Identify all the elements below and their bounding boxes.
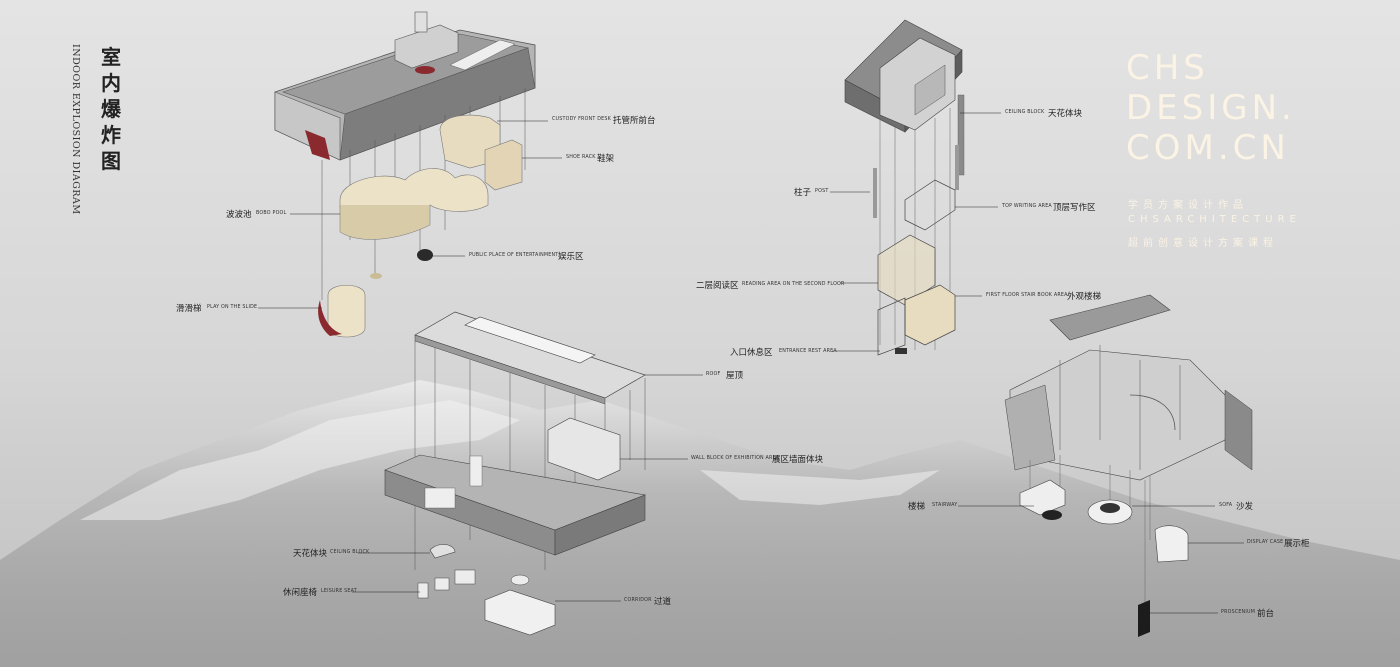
label-custody-front-desk-cn: 托管所前台 (613, 116, 656, 126)
label-custody-front-desk-en: CUSTODY FRONT DESK (552, 117, 611, 122)
label-ceiling-block-right-cn: 天花体块 (1048, 109, 1083, 119)
label-top-writing-en: TOP WRITING AREA (1002, 204, 1052, 209)
leader-lines (258, 112, 1244, 614)
label-top-writing-cn: 顶层写作区 (1053, 203, 1096, 213)
label-entertainment-en: PUBLIC PLACE OF ENTERTAINMENT (469, 253, 559, 258)
label-wall-block-cn: 展区墙面体块 (772, 455, 824, 465)
brand-line-2: DESIGN. (1126, 88, 1296, 128)
label-proscenium-cn: 前台 (1257, 609, 1275, 619)
exhibition-ceiling-block (429, 544, 456, 559)
stage-top-slab (1049, 294, 1171, 341)
stage-right-panel (1224, 389, 1253, 471)
stage-proscenium (1138, 600, 1150, 637)
label-entrance-rest-cn: 入口休息区 (730, 348, 773, 358)
tower-lower-frame (877, 297, 906, 356)
brand-block: CHS DESIGN. COM.CN (1126, 48, 1296, 168)
tower-entrance-seat (895, 348, 907, 354)
stage-left-wing (1004, 384, 1056, 471)
label-bobo-pool-cn: 波波池 (226, 210, 252, 220)
post-disc (370, 273, 382, 279)
tower-top-writing-frame (904, 179, 956, 231)
label-ceiling-block-right-en: CEILING BLOCK (1005, 110, 1045, 115)
label-post-en: POST (815, 189, 829, 194)
stage-display-case (1154, 525, 1189, 563)
stage-building-group (1004, 294, 1253, 637)
stage-stairway-base (1042, 510, 1062, 520)
tower-post-right (955, 145, 959, 190)
fog-layer (0, 300, 1400, 667)
entertainment-object (417, 249, 433, 261)
label-leisure-seat-cn: 休闲座椅 (283, 588, 318, 598)
tower-post-left (873, 168, 877, 218)
custody-rooftop-box (394, 24, 459, 69)
custody-roof-skylight (449, 39, 516, 71)
label-slide-cn: 滑滑梯 (176, 304, 202, 314)
custody-roof-side (339, 47, 536, 161)
exhibition-window-1 (424, 487, 456, 509)
label-shoe-rack-en: SHOE RACK (566, 155, 596, 160)
label-display-case-cn: 展示柜 (1284, 539, 1310, 549)
label-entrance-rest-en: ENTRANCE REST AREA (779, 349, 837, 354)
tower-side-panel (957, 94, 965, 176)
label-corridor-cn: 过道 (654, 597, 672, 607)
label-corridor-en: CORRIDOR (624, 598, 652, 603)
custody-chimney (414, 11, 428, 33)
slide-tube (327, 284, 366, 338)
exhibition-window-2 (469, 455, 483, 487)
label-sofa-en: SOFA (1219, 503, 1233, 508)
label-wall-block-en: WALL BLOCK OF EXHIBITION AREA (691, 456, 780, 461)
label-reading-area-en: READING AREA ON THE SECOND FLOOR (742, 282, 845, 287)
diagram-title-cn: 室内爆炸图 (101, 45, 121, 173)
exhibition-corridor (484, 589, 556, 636)
label-slide-en: PLAY ON THE SLIDE (207, 305, 258, 310)
custody-roof-red-disc (415, 66, 435, 74)
tower-group (844, 19, 965, 356)
brand-sub-1: 学员方案设计作品 (1128, 200, 1248, 211)
brand-line-1: CHS (1126, 48, 1209, 88)
diagram-title-en: INDOOR EXPLOSION DIAGRAM (70, 44, 81, 215)
label-stair-book-cn: 外观楼梯 (1067, 292, 1102, 302)
label-leisure-seat-en: LEISURE SEAT (321, 589, 357, 594)
stage-inner-walls (1059, 345, 1181, 470)
custody-building-group (274, 11, 536, 338)
brand-sub-3: 超前创意设计方案课程 (1128, 238, 1278, 249)
label-reading-area-cn: 二层阅读区 (696, 281, 739, 291)
bobo-pool-base (339, 205, 431, 240)
label-entertainment-cn: 娱乐区 (558, 252, 584, 262)
exhibition-group (384, 311, 647, 636)
exhibition-wall-block (547, 417, 621, 481)
label-ceiling-block-mid-en: CEILING BLOCK (330, 550, 370, 555)
label-proscenium-en: PROSCENIUM (1221, 610, 1256, 615)
stage-curved-wall (1129, 394, 1176, 431)
slide-red-chute (318, 300, 342, 336)
label-stair-book-en: FIRST FLOOR STAIR BOOK AREA (986, 293, 1068, 298)
brand-sub-2: CHSARCHITECTURE (1128, 214, 1301, 225)
stage-sofa (1087, 499, 1133, 525)
label-roof-en: ROOF (706, 372, 721, 377)
exhibition-skylight (464, 316, 596, 364)
brand-line-3: COM.CN (1126, 128, 1290, 168)
label-stairway-en: STAIRWAY (932, 503, 958, 508)
exhibition-leisure-seats (417, 569, 530, 599)
label-roof-cn: 屋顶 (726, 371, 744, 381)
label-sofa-cn: 沙发 (1236, 502, 1254, 512)
shoe-rack (484, 139, 523, 191)
label-shoe-rack-cn: 鞋架 (597, 154, 615, 164)
label-stairway-cn: 楼梯 (908, 502, 926, 512)
label-bobo-pool-en: BOBO POOL (256, 211, 287, 216)
tower-upper-window (914, 64, 946, 116)
tower-reading-frame (877, 234, 936, 306)
label-post-cn: 柱子 (794, 188, 812, 198)
label-display-case-en: DISPLAY CASE (1247, 540, 1284, 545)
exhibition-main-wall-side (554, 494, 646, 556)
custody-red-panel (305, 130, 330, 160)
label-ceiling-block-mid-cn: 天花体块 (293, 549, 328, 559)
